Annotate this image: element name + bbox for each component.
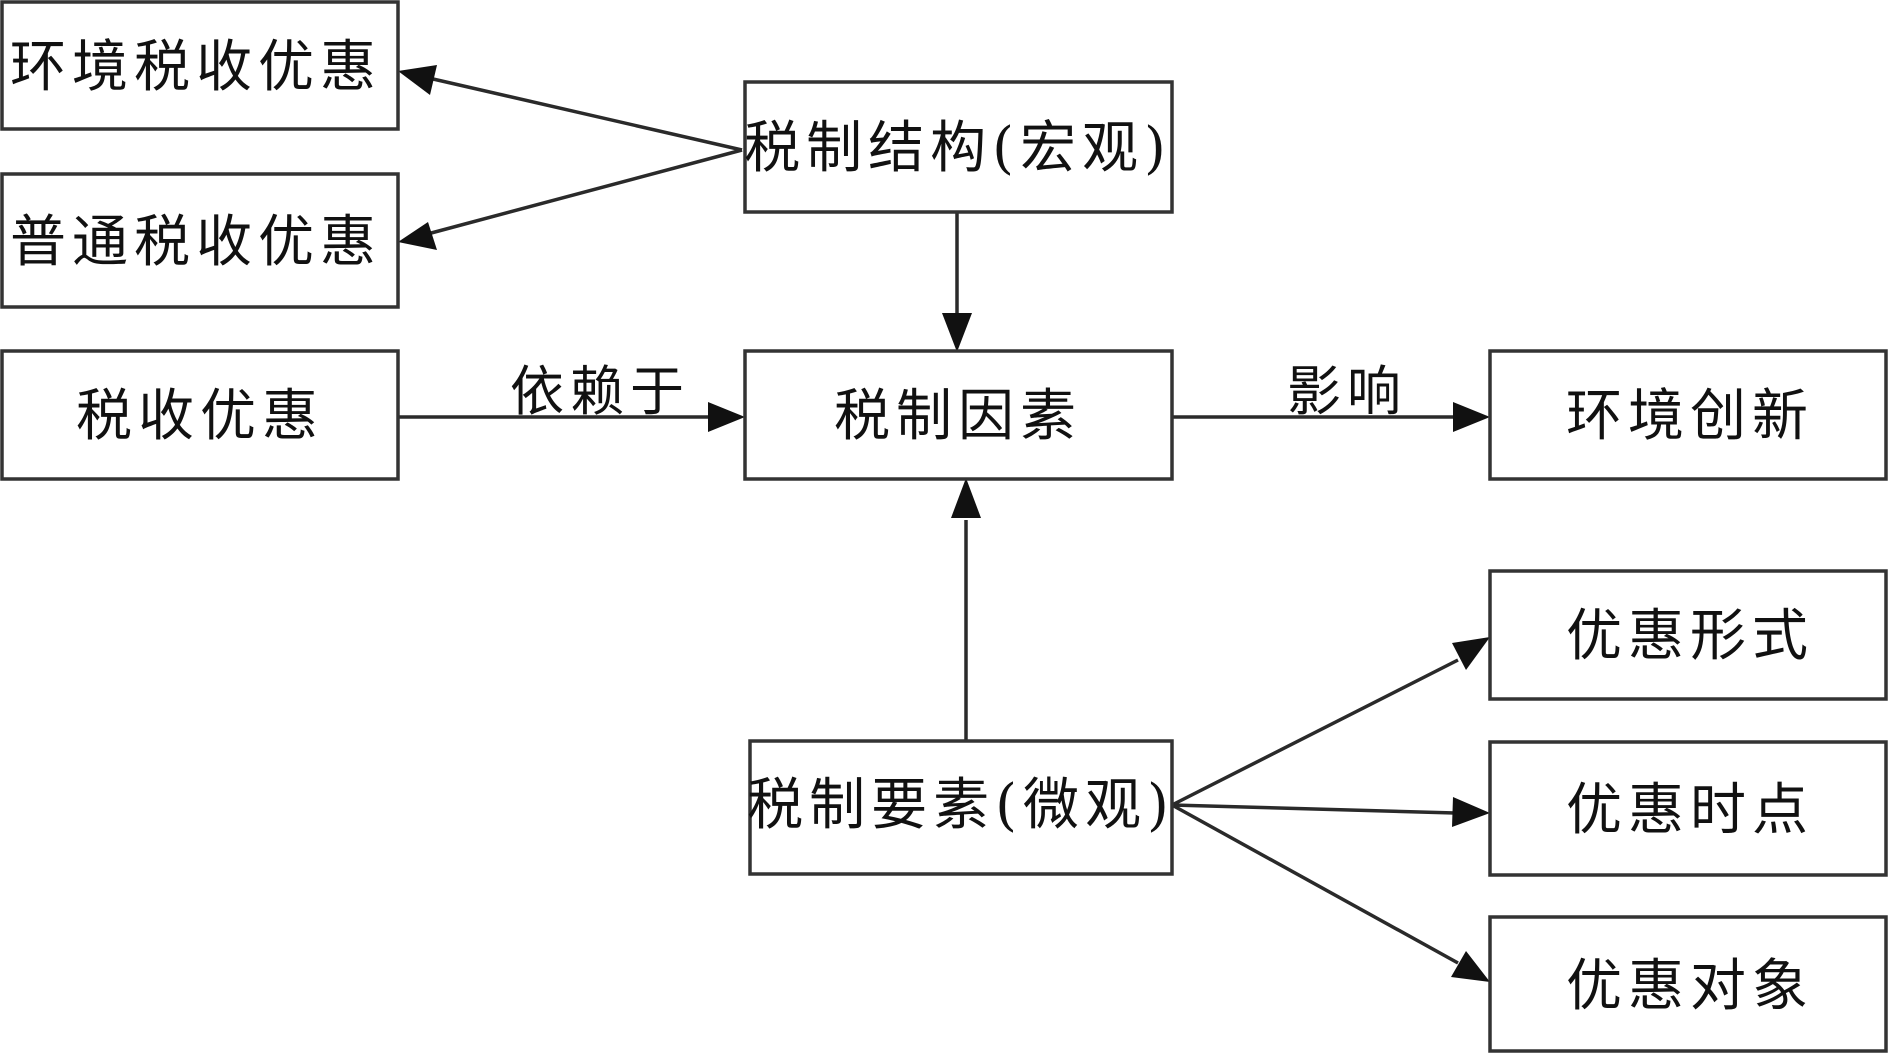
arrowhead-env-pref <box>398 65 437 95</box>
node-general-tax-pref: 普通税收优惠 <box>0 172 400 309</box>
node-tax-factor: 税制因素 <box>743 349 1174 481</box>
arrow-heads <box>398 65 1490 982</box>
node-env-tax-pref: 环境税收优惠 <box>0 0 400 131</box>
edge-elements-to-pref-form <box>1171 658 1459 807</box>
arrowhead-factor-from-pref <box>708 402 745 432</box>
node-label: 优惠时点 <box>1566 778 1814 843</box>
arrowhead-pref-form <box>1452 637 1490 670</box>
arrowhead-pref-target <box>1451 951 1490 982</box>
edge-label-depends-on: 依赖于 <box>510 360 690 423</box>
arrowhead-factor-from-elements <box>951 478 981 518</box>
node-tax-pref: 税收优惠 <box>0 349 400 481</box>
edge-structure-to-env-pref <box>419 74 743 152</box>
node-label: 普通税收优惠 <box>10 210 382 275</box>
node-label: 税制要素(微观) <box>747 773 1175 838</box>
node-pref-timing: 优惠时点 <box>1488 740 1888 877</box>
arrowhead-general-pref <box>398 222 437 250</box>
edge-label-influences: 影响 <box>1287 360 1407 423</box>
node-pref-form: 优惠形式 <box>1488 569 1888 701</box>
edge-structure-to-general-pref <box>419 148 743 238</box>
node-env-innovation: 环境创新 <box>1488 349 1888 481</box>
node-label: 税收优惠 <box>76 384 324 449</box>
node-label: 环境税收优惠 <box>10 35 382 100</box>
node-label: 税制结构(宏观) <box>744 116 1172 181</box>
node-label: 优惠对象 <box>1566 954 1814 1019</box>
edges <box>398 74 1459 965</box>
node-label: 环境创新 <box>1566 384 1814 449</box>
node-pref-target: 优惠对象 <box>1488 915 1888 1053</box>
node-tax-elements: 税制要素(微观) <box>747 739 1175 876</box>
node-label: 优惠形式 <box>1566 604 1814 669</box>
arrowhead-env-innovation <box>1453 402 1490 432</box>
edge-elements-to-pref-timing <box>1171 803 1456 815</box>
node-label: 税制因素 <box>834 384 1082 449</box>
arrowhead-pref-timing <box>1452 797 1490 827</box>
node-tax-structure: 税制结构(宏观) <box>743 80 1174 214</box>
arrowhead-factor-from-structure <box>942 313 972 352</box>
edge-elements-to-pref-target <box>1171 803 1459 965</box>
